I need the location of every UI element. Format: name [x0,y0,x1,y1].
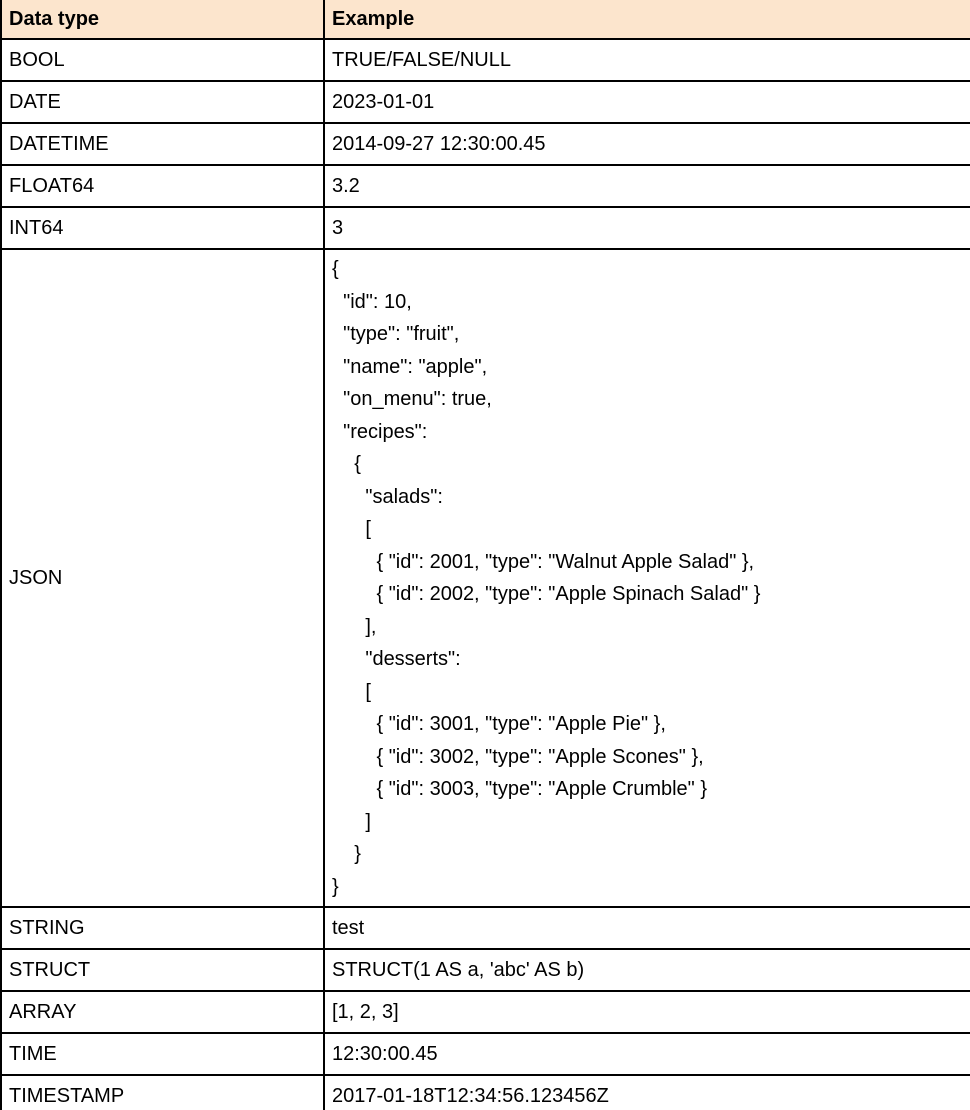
example-cell: 2014-09-27 12:30:00.45 [323,122,970,166]
header-row: Data type Example [0,0,970,40]
example-cell: 3.2 [323,164,970,208]
example-cell: 3 [323,206,970,250]
column-header-data-type: Data type [0,0,325,40]
data-type-cell: INT64 [0,206,325,250]
data-type-cell: JSON [0,248,325,908]
table-row-array: ARRAY [1, 2, 3] [0,990,970,1034]
table-row-date: DATE 2023-01-01 [0,80,970,124]
data-type-cell: DATE [0,80,325,124]
example-cell-json: { "id": 10, "type": "fruit", "name": "ap… [323,248,970,908]
table-row-json: JSON { "id": 10, "type": "fruit", "name"… [0,248,970,908]
data-type-cell: TIME [0,1032,325,1076]
example-cell: test [323,906,970,950]
data-type-cell: STRING [0,906,325,950]
example-cell: STRUCT(1 AS a, 'abc' AS b) [323,948,970,992]
example-cell: 12:30:00.45 [323,1032,970,1076]
example-cell: TRUE/FALSE/NULL [323,38,970,82]
table-row-datetime: DATETIME 2014-09-27 12:30:00.45 [0,122,970,166]
data-type-cell: STRUCT [0,948,325,992]
table-row-timestamp: TIMESTAMP 2017-01-18T12:34:56.123456Z [0,1074,970,1110]
column-header-example: Example [323,0,970,40]
table-row-time: TIME 12:30:00.45 [0,1032,970,1076]
data-type-cell: TIMESTAMP [0,1074,325,1110]
table-row-int64: INT64 3 [0,206,970,250]
example-cell: [1, 2, 3] [323,990,970,1034]
table-row-float64: FLOAT64 3.2 [0,164,970,208]
data-type-cell: BOOL [0,38,325,82]
table-row-struct: STRUCT STRUCT(1 AS a, 'abc' AS b) [0,948,970,992]
data-type-cell: DATETIME [0,122,325,166]
example-cell: 2017-01-18T12:34:56.123456Z [323,1074,970,1110]
data-type-cell: ARRAY [0,990,325,1034]
data-type-cell: FLOAT64 [0,164,325,208]
table-row-bool: BOOL TRUE/FALSE/NULL [0,38,970,82]
example-cell: 2023-01-01 [323,80,970,124]
table-row-string: STRING test [0,906,970,950]
